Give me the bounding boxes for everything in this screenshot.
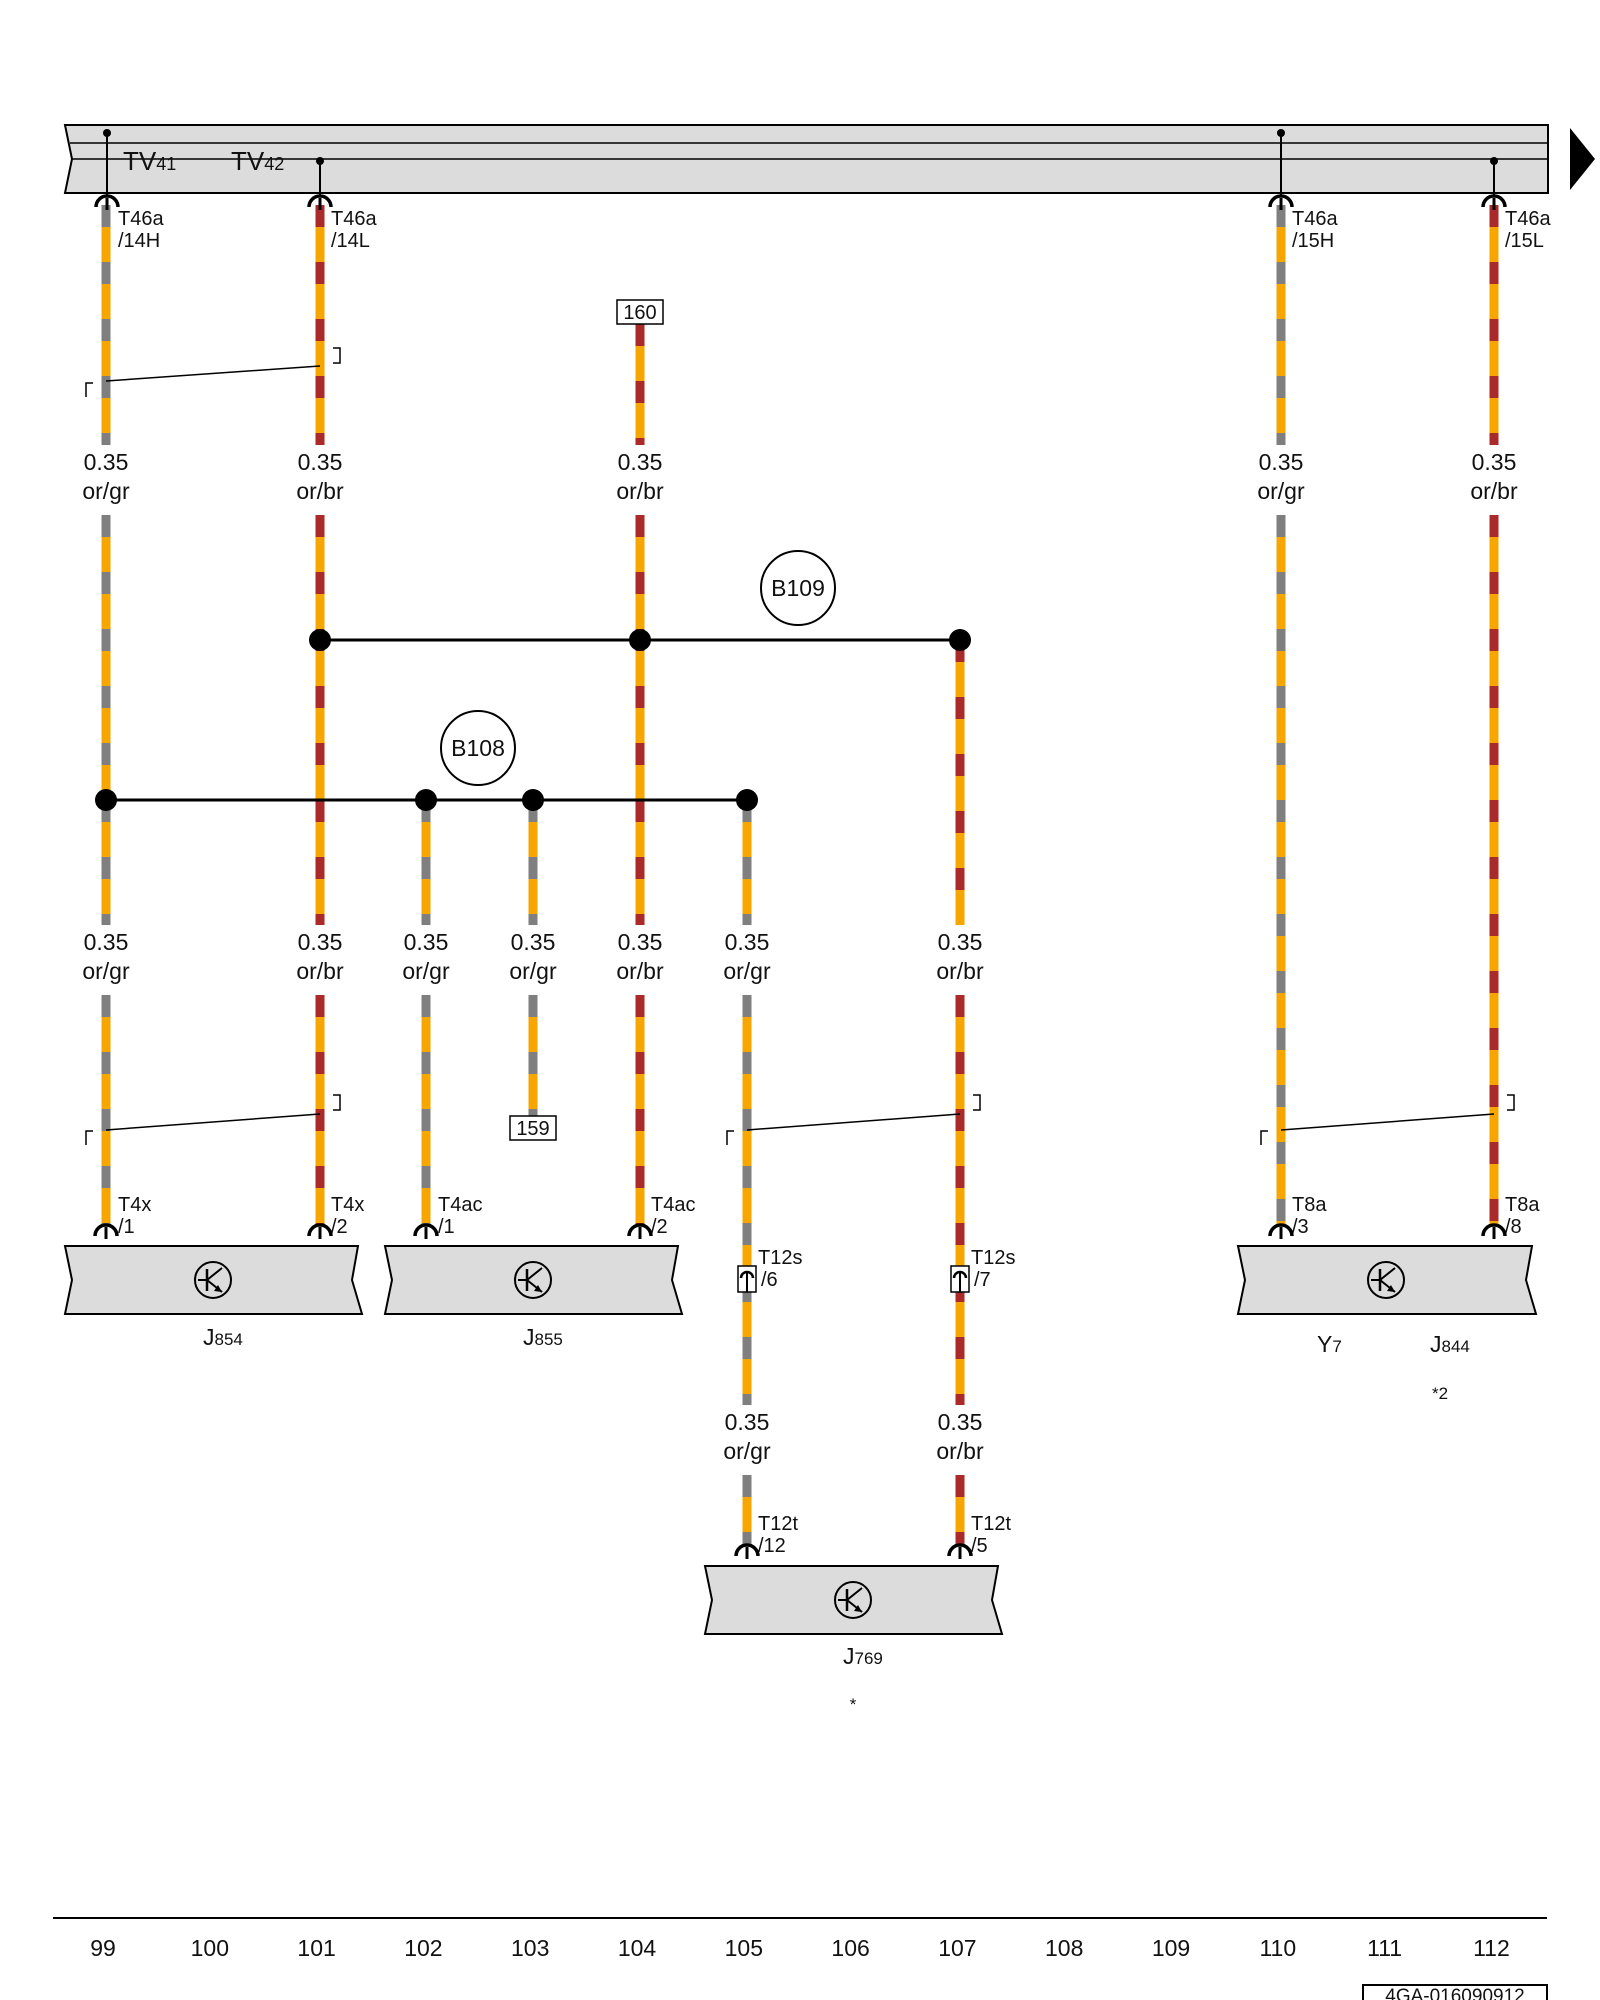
junction-dot (415, 789, 437, 811)
svg-text:J855: J855 (523, 1324, 563, 1350)
connector-labels: T46a/14H T46a/14L T46a/15H T46a/15L T4x/… (118, 208, 1551, 1557)
svg-text:159: 159 (516, 1118, 549, 1140)
connector-t4ac-2: T4ac/2 (651, 1194, 695, 1238)
grid-number: 100 (191, 1935, 229, 1961)
svg-text:B108: B108 (451, 735, 505, 761)
component-y7-label: Y7 (1317, 1331, 1342, 1357)
connector-t12s-7: T12s/7 (971, 1247, 1015, 1291)
connector-t4x-2: T4x/2 (331, 1194, 364, 1238)
connector-t8a-8: T8a/8 (1505, 1194, 1540, 1238)
svg-text:J769: J769 (843, 1643, 883, 1669)
junction-dot (95, 789, 117, 811)
svg-text:B109: B109 (771, 575, 825, 601)
junction-dot (736, 789, 758, 811)
bus-label-tv41: TV41 (123, 146, 176, 176)
wires (101, 205, 1499, 1544)
diagram-id-box: 4GA-016090912 (1362, 1984, 1548, 2000)
grid-number: 111 (1367, 1935, 1402, 1961)
grid-number: 103 (511, 1935, 549, 1961)
component-j844-note: *2 (1432, 1384, 1448, 1403)
junction-dot (949, 629, 971, 651)
bus-bar: TV41 TV42 (63, 124, 1595, 197)
junction-dot (629, 629, 651, 651)
connector-t4x-1: T4x/1 (118, 1194, 151, 1238)
grid-number: 102 (404, 1935, 442, 1961)
grid-number: 108 (1045, 1935, 1083, 1961)
splice-lines (106, 638, 960, 802)
connector-t46a-14l: T46a/14L (331, 208, 377, 252)
grid-number: 106 (831, 1935, 869, 1961)
component-j855[interactable]: J855 (383, 1245, 684, 1350)
connector-t8a-3: T8a/3 (1292, 1194, 1327, 1238)
component-j769-note: * (850, 1695, 857, 1714)
component-j844-label: J844 (1430, 1331, 1470, 1357)
splice-b109: B109 (760, 550, 836, 626)
component-j769[interactable]: J769 * (703, 1565, 1004, 1714)
svg-text:J854: J854 (203, 1324, 243, 1350)
grid-numbers: 99 100 101 102 103 104 105 106 107 108 109 110 111 11… (90, 1935, 1510, 1961)
diagram-id: 4GA-016090912 (1385, 1986, 1524, 2000)
connector-t4ac-1: T4ac/1 (438, 1194, 482, 1238)
connector-t46a-15l: T46a/15L (1505, 208, 1551, 252)
grid-number: 99 (90, 1935, 116, 1961)
grid-number: 107 (938, 1935, 976, 1961)
bus-label-tv42: TV42 (231, 146, 284, 176)
connector-t12t-5: T12t/5 (971, 1513, 1011, 1557)
grid-number: 109 (1152, 1935, 1190, 1961)
inline-connectors (737, 1265, 970, 1293)
connector-t12t-12: T12t/12 (758, 1513, 798, 1557)
ref-box-159[interactable]: 159 (509, 1115, 557, 1141)
ref-box-160[interactable]: 160 (616, 299, 664, 325)
connector-t46a-15h: T46a/15H (1292, 208, 1338, 252)
grid-number: 105 (725, 1935, 763, 1961)
junction-dots (95, 629, 971, 811)
svg-text:160: 160 (623, 302, 656, 324)
connector-t12s-6: T12s/6 (758, 1247, 802, 1291)
grid-number: 112 (1473, 1935, 1510, 1961)
junction-dot (522, 789, 544, 811)
grid-number: 101 (297, 1935, 335, 1961)
connector-t46a-14h: T46a/14H (118, 208, 164, 252)
grid-number: 104 (618, 1935, 657, 1961)
twist-markers (85, 347, 1515, 1145)
splice-b108: B108 (440, 710, 516, 786)
junction-dot (309, 629, 331, 651)
component-j854[interactable]: J854 (63, 1245, 364, 1350)
grid-number: 110 (1259, 1935, 1296, 1961)
component-j844-y7[interactable]: Y7 J844 *2 (1236, 1245, 1538, 1403)
